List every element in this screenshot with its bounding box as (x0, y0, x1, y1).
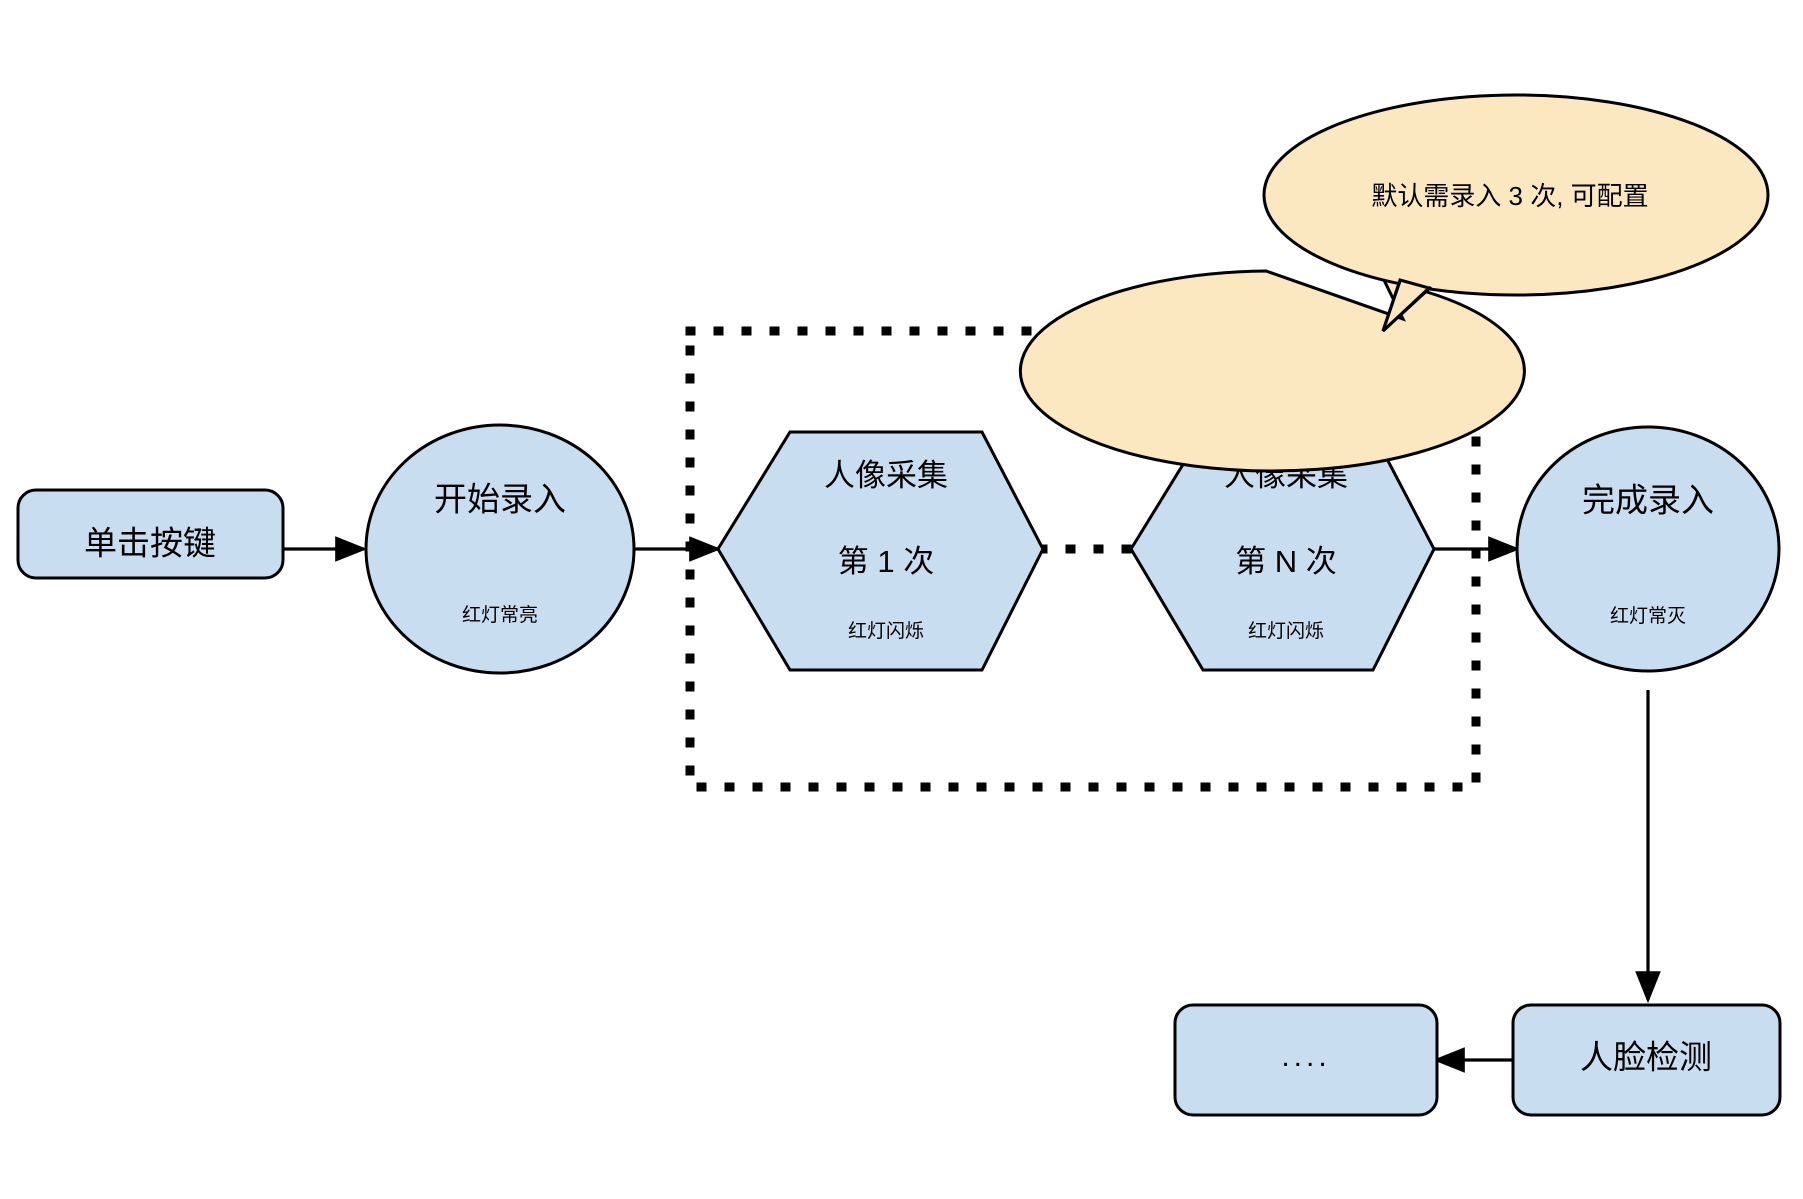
node-more-label: .... (1281, 1040, 1330, 1073)
node-start-enroll-sublabel: 红灯常亮 (462, 604, 538, 626)
callout-note[interactable] (1018, 93, 1770, 473)
node-capture-first-label-line2: 第 1 次 (838, 544, 934, 579)
node-capture-first-sublabel: 红灯闪烁 (848, 620, 924, 642)
node-capture-nth-label-line2: 第 N 次 (1235, 544, 1337, 579)
node-face-detect-label: 人脸检测 (1580, 1039, 1712, 1076)
node-capture-first-label-line1: 人像采集 (824, 458, 948, 493)
node-face-detect[interactable] (1511, 1003, 1782, 1117)
node-finish-enroll-sublabel: 红灯常灭 (1610, 605, 1686, 627)
node-finish-enroll[interactable] (1515, 425, 1781, 673)
node-finish-enroll-label: 完成录入 (1582, 482, 1714, 519)
node-capture-first[interactable] (716, 430, 1045, 672)
node-capture-nth-sublabel: 红灯闪烁 (1248, 620, 1324, 642)
node-click-button[interactable] (16, 488, 285, 580)
node-start-enroll[interactable] (364, 423, 636, 675)
node-click-button-label: 单击按键 (84, 525, 216, 562)
callout-note-text: 默认需录入 3 次, 可配置 (1371, 181, 1648, 211)
node-start-enroll-label: 开始录入 (434, 481, 566, 518)
node-more[interactable] (1173, 1003, 1439, 1117)
